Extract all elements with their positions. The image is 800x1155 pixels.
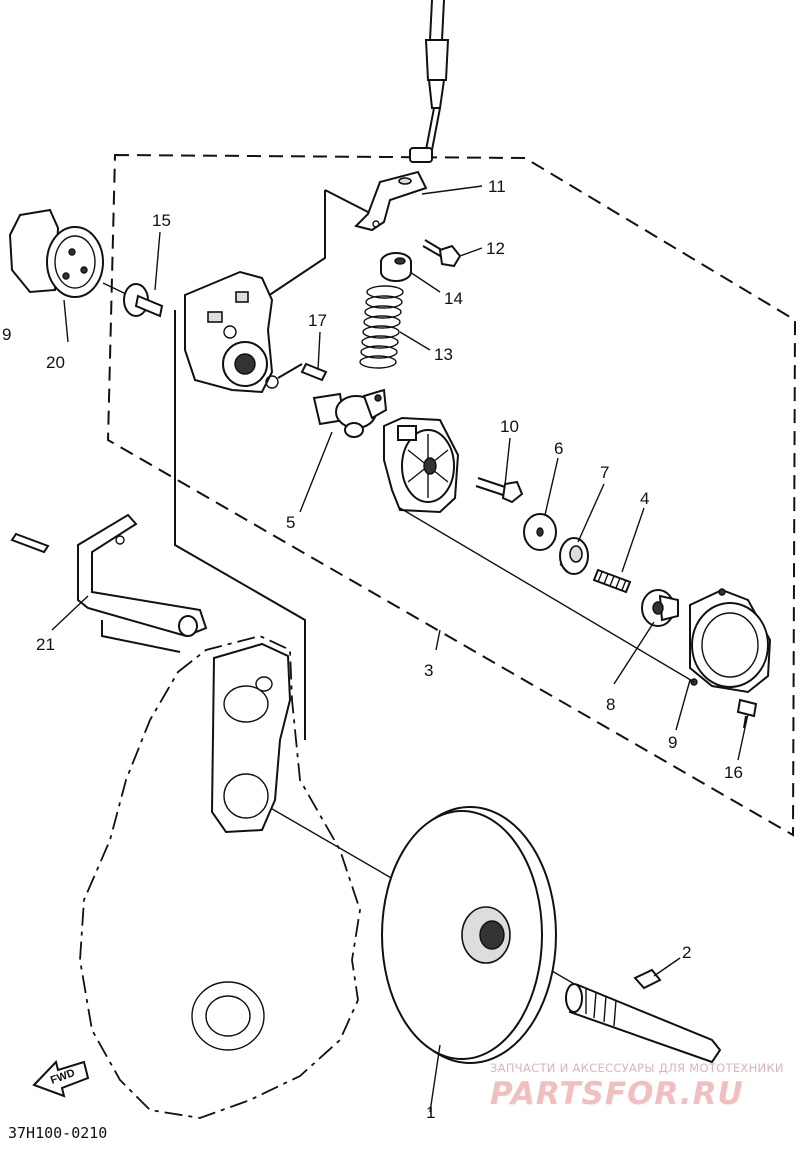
callout-10: 10 (500, 417, 519, 436)
part-7-ring (559, 537, 589, 575)
part-17-pin (277, 362, 328, 382)
callout-4: 4 (640, 489, 649, 508)
callout-6: 6 (554, 439, 563, 458)
part-10-bolt (475, 477, 524, 504)
part-2-key (633, 968, 662, 990)
callout-13: 13 (434, 345, 453, 364)
callout-8: 8 (606, 695, 615, 714)
callout-16: 16 (724, 763, 743, 782)
callout-11: 11 (488, 177, 506, 196)
callout-2: 2 (682, 943, 691, 962)
watermark-caption: ЗАПЧАСТИ И АКСЕССУАРЫ ДЛЯ МОТОТЕХНИКИ (490, 1061, 784, 1075)
fwd-arrow: FWD (32, 1059, 90, 1098)
callout-20: 20 (46, 353, 65, 372)
edge-label-9: 9 (2, 325, 11, 344)
part-13-spring (359, 285, 404, 369)
callout-5: 5 (286, 513, 295, 532)
callout-15: 15 (152, 211, 171, 230)
part-5-lever (312, 388, 388, 438)
drive-shaft (565, 983, 722, 1064)
part-15-pin (102, 282, 164, 318)
part-4-spring (592, 568, 632, 594)
part-14-cap (380, 252, 412, 282)
part-11-bracket (264, 170, 428, 299)
assembly-boundary-dashed (106, 153, 797, 837)
callout-7: 7 (600, 463, 609, 482)
watermark: ЗАПЧАСТИ И АКСЕССУАРЫ ДЛЯ МОТОТЕХНИКИ PA… (490, 1061, 784, 1112)
callout-21: 21 (36, 635, 55, 654)
pump-body (383, 416, 460, 514)
housing-block (174, 270, 306, 740)
callout-17: 17 (308, 311, 327, 330)
part-1-sheave (381, 806, 557, 1064)
callout-1: 1 (426, 1103, 435, 1122)
diagram-code: 37H100-0210 (8, 1124, 107, 1142)
watermark-brand: PARTSFOR.RU (490, 1076, 744, 1112)
part-12-bolt (422, 239, 462, 268)
part-20-pulley (8, 208, 104, 298)
callout-9: 9 (668, 733, 677, 752)
callout-3: 3 (424, 661, 433, 680)
alignment-line-pump (399, 507, 695, 683)
part-8-cap (641, 589, 679, 627)
part-21-bracket (10, 513, 208, 653)
cable-assembly (409, 0, 450, 163)
callouts: 11 12 14 13 15 17 20 9 5 10 6 7 4 3 8 9 … (2, 177, 743, 1122)
part-6-washer (523, 513, 557, 551)
part-9-cover (689, 588, 772, 694)
leader-lines (51, 185, 749, 1113)
crankcase-outline (79, 635, 361, 1119)
part-16-screw (736, 698, 758, 729)
callout-12: 12 (486, 239, 505, 258)
callout-14: 14 (444, 289, 463, 308)
